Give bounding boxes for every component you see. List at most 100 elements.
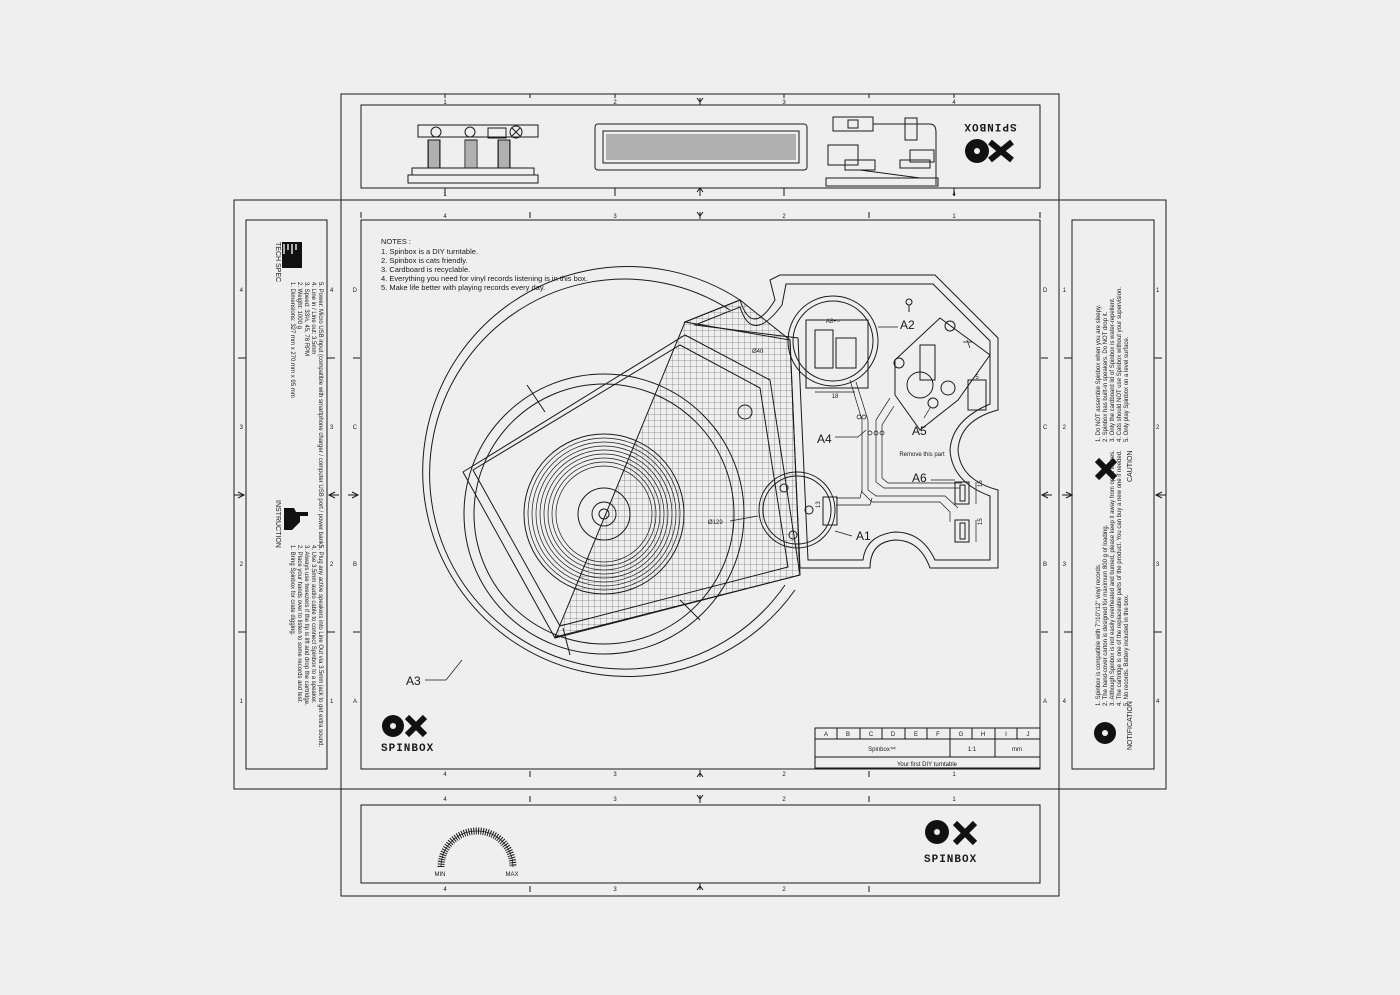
row-letter: A [353, 699, 357, 705]
pointing-hand-icon [284, 508, 308, 530]
notification-item: 4. The cartridge is one of the replaceab… [1117, 450, 1123, 706]
note-item: 4. Everything you need for vinyl records… [381, 274, 588, 283]
notification-item: 2. The hand-cover carton is designed for… [1103, 524, 1109, 706]
dial-min-label: MIN [435, 872, 446, 878]
tonearm-side-view-icon [825, 116, 939, 187]
center-arrow-icon [696, 883, 704, 891]
diameter-label: Ø129 [708, 520, 723, 526]
brand-name: SPINBOX [381, 743, 434, 755]
notification-title: NOTIFICATION [1127, 701, 1134, 750]
instruction-item: 3. Always use tweezers if the tip is lif… [303, 545, 309, 706]
center-arrow-icon [1062, 491, 1074, 499]
notes-block: NOTES : 1. Spinbox is a DIY turntable. 2… [381, 237, 588, 292]
brand-logo-upside: SPINBOX [963, 120, 1017, 163]
notification-item: 5. No records. Battery included in the b… [1124, 594, 1130, 706]
row-letter: C [353, 425, 358, 431]
ruler-number: 1 [240, 699, 244, 705]
ruler-number: 3 [1156, 562, 1160, 568]
ruler-number: 2 [1063, 425, 1067, 431]
dimension-label: 13 [816, 501, 822, 508]
ruler-number: 4 [1063, 699, 1067, 705]
left-side-panel: 4 3 2 1 4 3 2 1 TECH SPEC 1. Dimensions:… [234, 219, 339, 770]
ruler-icon [282, 242, 302, 268]
notification-item: 1. Spinbox is compatible with 7"/10"/12"… [1096, 563, 1102, 706]
ruler-number: 3 [613, 797, 617, 803]
ruler-number: 3 [613, 214, 617, 220]
volume-dial-icon [437, 827, 517, 868]
caution-title: CAUTION [1127, 451, 1134, 483]
part-label-a1: A1 [856, 529, 871, 543]
brand-logo: SPINBOX [381, 714, 434, 755]
tagline: Your first DIY turntable [897, 762, 958, 768]
remove-label: Remove this part [899, 452, 945, 458]
row-letter: B [353, 562, 357, 568]
center-arrow-icon [1154, 491, 1166, 499]
ruler-number: 2 [782, 797, 786, 803]
row-letter: D [1043, 288, 1048, 294]
top-flap: 1 2 3 4 1 4 [360, 94, 1041, 198]
ruler-number: 4 [240, 288, 244, 294]
dial-max-label: MAX [505, 872, 518, 878]
ruler-number: 2 [782, 772, 786, 778]
ruler-number: 4 [443, 797, 447, 803]
grid-column-label: E [914, 732, 918, 738]
caution-item: 2. Spinbox has built-in speakers. Do NOT… [1103, 311, 1109, 442]
grid-column-label: D [891, 732, 896, 738]
ruler-number: 2 [782, 214, 786, 220]
ruler-number: 2 [613, 100, 617, 106]
instruction-item: 2. Place your hands over to listen to so… [296, 545, 302, 703]
dimension-label: 5 [975, 375, 979, 381]
turntable-drawing: A8+− Ø40 18 5 Remove [406, 266, 999, 688]
pcb-side-view-icon [407, 124, 539, 184]
ruler-number: 1 [952, 772, 956, 778]
ruler-number: 3 [1063, 562, 1067, 568]
pin-icon [905, 298, 913, 306]
row-letter: D [353, 288, 358, 294]
spec-title: TECH SPEC [274, 242, 281, 282]
product-name: Spinbox™ [868, 746, 896, 753]
ruler-number: 4 [443, 772, 447, 778]
part-label-a4: A4 [817, 432, 832, 446]
ruler-number: 4 [443, 214, 447, 220]
center-arrow-icon [234, 491, 246, 499]
instruction-item: 5. Plug any active speakers into Line Ou… [317, 545, 323, 747]
caution-item: 4. Cats should NOT use Spinbox without y… [1117, 287, 1123, 442]
center-arrow-icon [696, 187, 704, 196]
ruler-number: 4 [1156, 699, 1160, 705]
center-arrow-icon [696, 770, 704, 778]
caution-item: 1. Do NOT assemble Spinbox when you are … [1096, 304, 1102, 442]
ruler-number: 1 [1063, 288, 1067, 294]
ruler-number: 1 [443, 192, 447, 198]
ruler-number: 4 [952, 100, 956, 106]
spec-item: 4. Line in / Line out: 3.5mm [310, 282, 316, 354]
grid-column-label: G [959, 732, 964, 738]
ruler-number: 1 [443, 100, 447, 106]
ruler-number: 3 [613, 772, 617, 778]
instruction-title: INSTRUCTION [274, 500, 281, 548]
grid-column-label: B [846, 732, 850, 738]
grid-column-label: J [1027, 732, 1030, 738]
notes-heading: NOTES : [381, 237, 411, 246]
unit-value: mm [1012, 747, 1022, 753]
ruler-number: 1 [330, 699, 334, 705]
center-arrow-icon [327, 491, 339, 499]
note-item: 1. Spinbox is a DIY turntable. [381, 247, 478, 256]
caution-item: 3. Only the cardboard lid of Spinbox is … [1110, 297, 1116, 442]
ruler-number: 2 [330, 562, 334, 568]
brand-logo: SPINBOX [924, 820, 978, 866]
instruction-item: 1. Bring Spinbox for crate digging. [289, 545, 295, 636]
ruler-number: 2 [1156, 425, 1160, 431]
center-arrow-icon [696, 97, 704, 105]
note-item: 3. Cardboard is recyclable. [381, 265, 470, 274]
part-label-a2: A2 [900, 318, 915, 332]
spec-item: 5. Power: Micro USB input (compatible wi… [317, 282, 323, 547]
spec-item: 1. Dimensions: 327 mm x 270 mm x 95 mm [289, 282, 295, 398]
diameter-label: Ø40 [752, 349, 764, 355]
ruler-number: 2 [240, 562, 244, 568]
grid-column-label: A [824, 732, 828, 738]
center-arrow-icon [696, 211, 704, 219]
spec-item: 2. Weight: 1000 g [296, 282, 302, 329]
dimension-label: 15 [978, 518, 984, 525]
grid-column-label: C [869, 732, 874, 738]
